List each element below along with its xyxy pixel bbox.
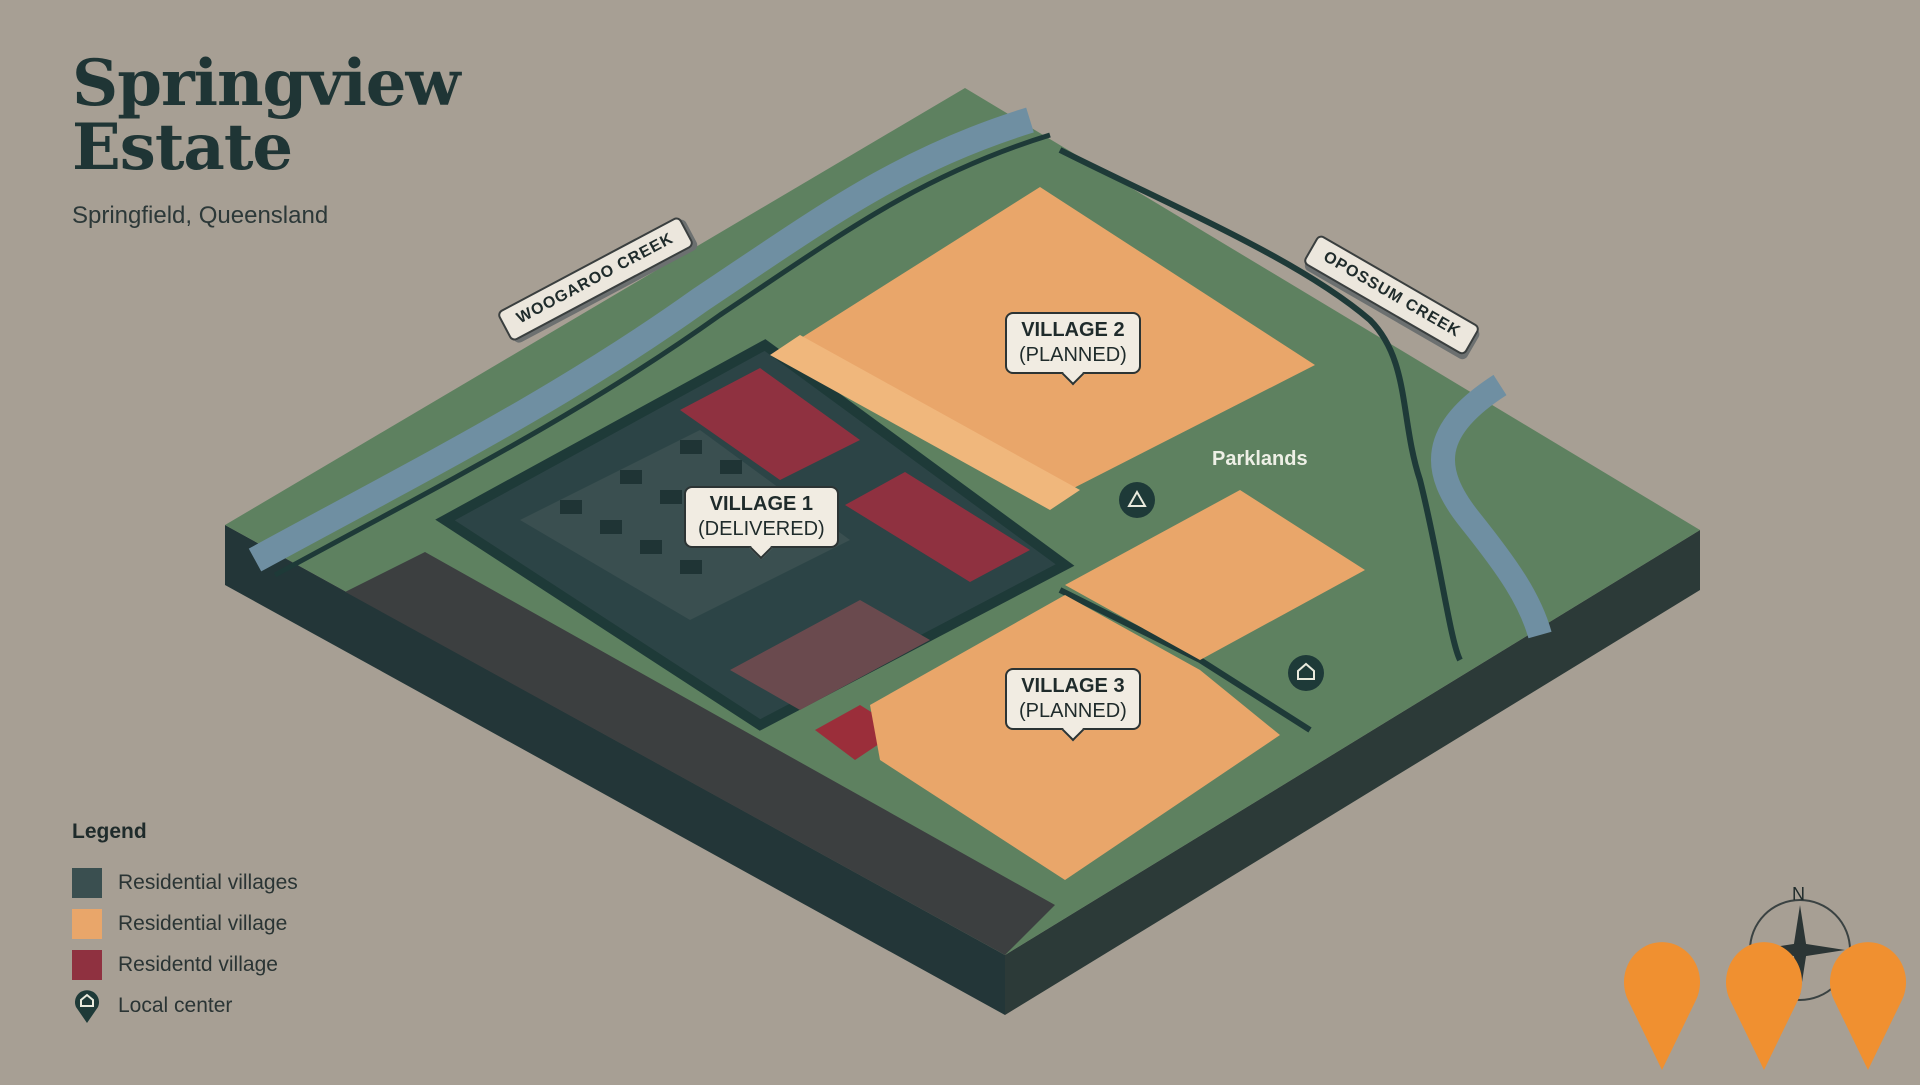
legend-title: Legend <box>72 820 147 843</box>
legend-item-planned: Residential village <box>72 903 298 944</box>
block-side-right <box>1005 530 1700 1015</box>
red-lots-north <box>680 368 860 480</box>
village2-lot-row <box>770 335 1080 510</box>
village1-status: (DELIVERED) <box>698 518 825 540</box>
parklands-label: Parklands <box>1212 448 1308 470</box>
local-center-marker-2 <box>1288 655 1324 691</box>
red-lots-east <box>845 472 1030 582</box>
block-side-left <box>225 525 1005 1015</box>
legend: Legend Residential villages Residential … <box>72 820 298 1026</box>
legend-label-delivered: Residential villages <box>118 870 298 894</box>
legend-item-delivered: Residential villages <box>72 862 298 903</box>
location-pin-icon <box>72 988 102 1024</box>
legend-item-red: Residentd village <box>72 944 298 985</box>
woogaroo-creek-bank <box>273 132 1051 578</box>
village3-status: (PLANNED) <box>1019 700 1127 722</box>
village3-parcel-east <box>1065 490 1365 660</box>
village3-label: VILLAGE 3 (PLANNED) <box>1005 668 1141 730</box>
legend-swatch-planned <box>72 908 102 939</box>
woogaroo-creek <box>248 107 1034 572</box>
orange-pin-2 <box>1725 942 1803 1070</box>
village3-name: VILLAGE 3 <box>1021 675 1125 697</box>
legend-swatch-red <box>72 949 102 980</box>
brand-pins <box>1623 942 1906 1070</box>
compass-north-label: N <box>1792 884 1805 904</box>
village2-status: (PLANNED) <box>1019 344 1127 366</box>
village1-label: VILLAGE 1 (DELIVERED) <box>684 486 839 548</box>
legend-label-local-center: Local center <box>118 993 233 1017</box>
legend-label-red: Residentd village <box>118 952 278 976</box>
opossum-creek <box>1431 374 1552 639</box>
mauve-lots <box>730 600 930 710</box>
legend-item-local-center: Local center <box>72 985 298 1026</box>
orange-pin-1 <box>1623 942 1700 1070</box>
legend-swatch-delivered <box>72 867 102 898</box>
paved-strip <box>260 545 1055 955</box>
title-line2: Estate <box>72 110 293 185</box>
page-title: Springview Estate <box>72 46 461 185</box>
village2-label: VILLAGE 2 (PLANNED) <box>1005 312 1141 374</box>
legend-label-planned: Residential village <box>118 911 288 935</box>
orange-pin-3 <box>1829 942 1906 1070</box>
main-road <box>1058 147 1463 662</box>
village1-name: VILLAGE 1 <box>709 493 814 515</box>
village2-name: VILLAGE 2 <box>1021 319 1125 341</box>
title-line1: Springview <box>72 46 461 121</box>
page-subtitle: Springfield, Queensland <box>72 202 329 229</box>
local-center-marker-1 <box>1119 482 1155 518</box>
